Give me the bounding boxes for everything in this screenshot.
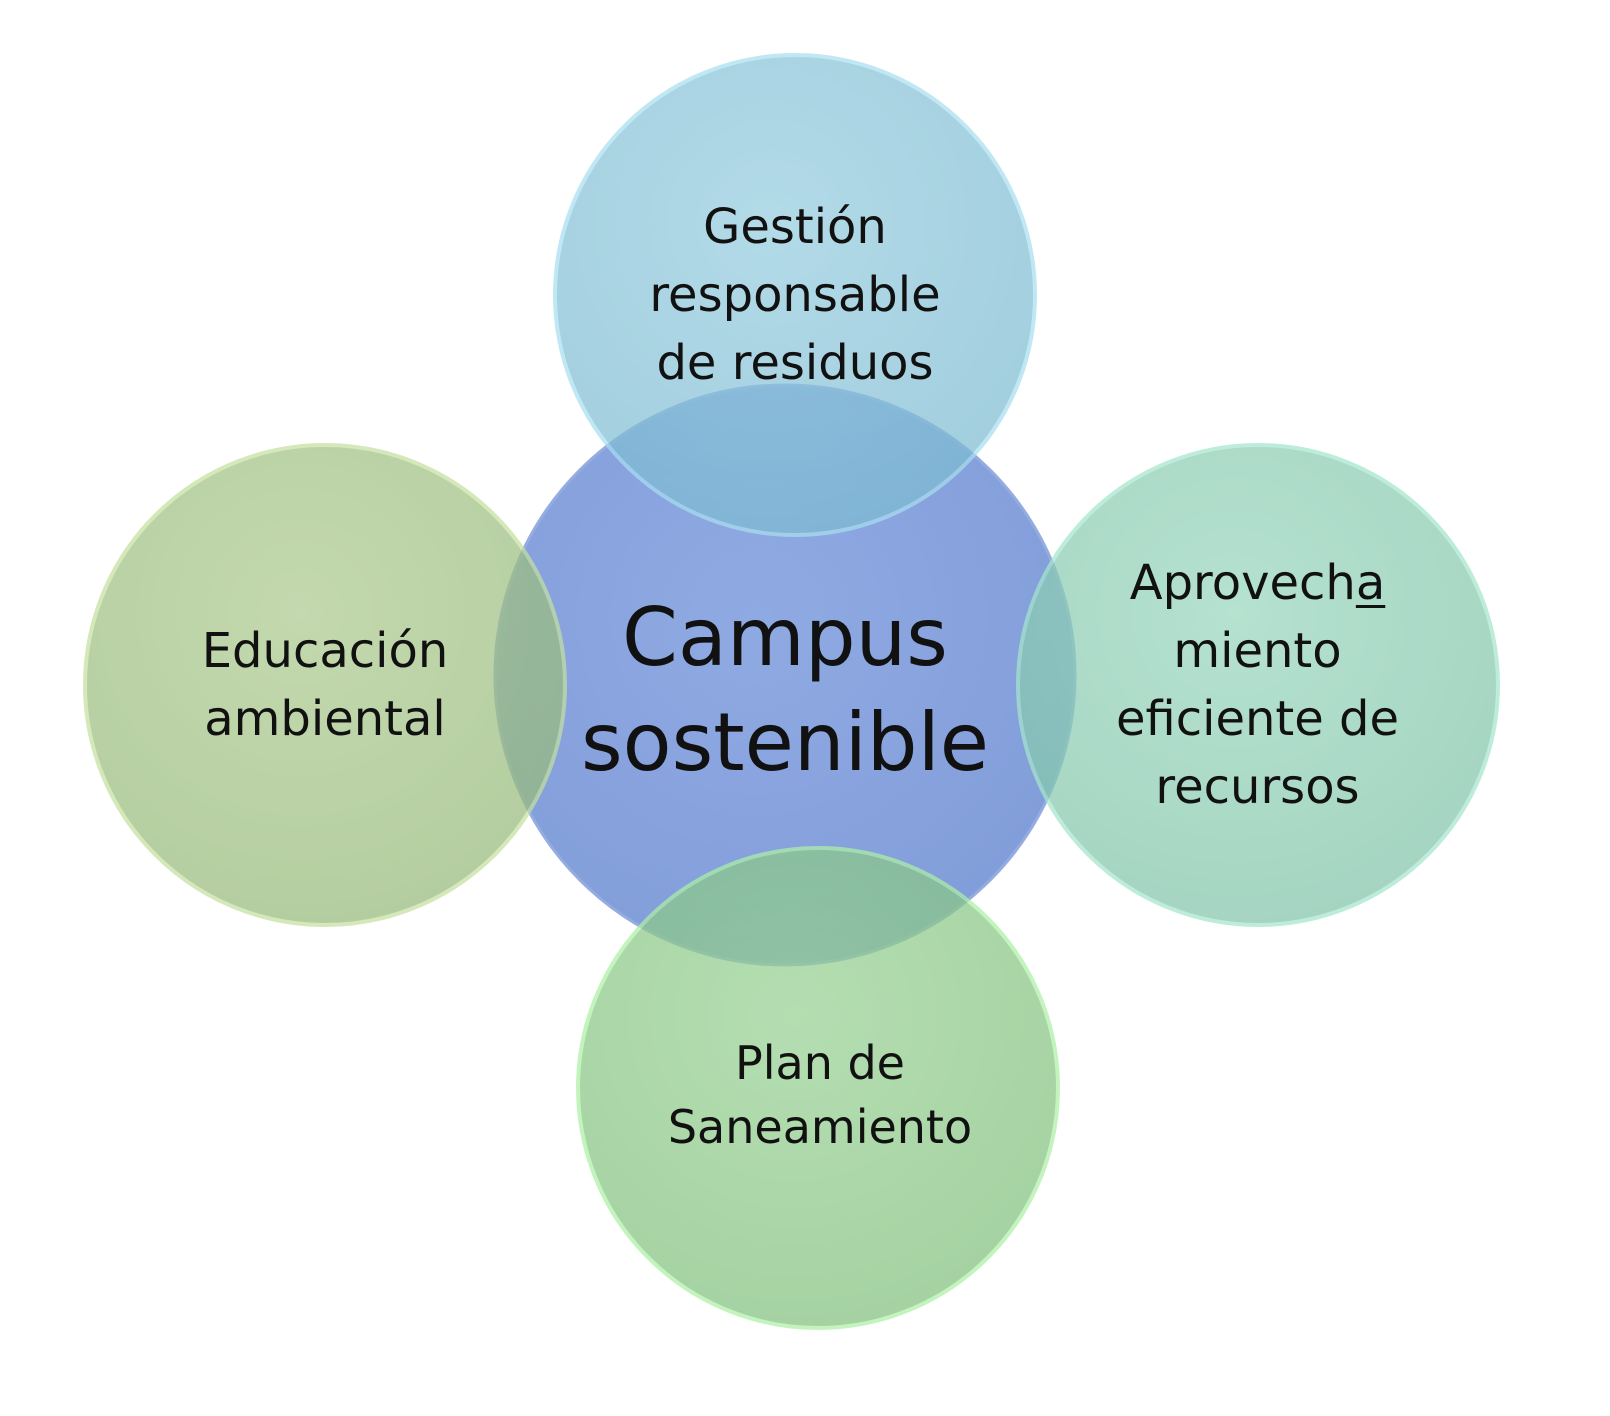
- top-label-line-1: Gestión: [703, 199, 887, 255]
- center-label: Campus sostenible: [560, 585, 1010, 795]
- right-label-line-1-underlined: a: [1355, 555, 1386, 611]
- top-label-line-2: responsable: [649, 267, 941, 323]
- bottom-label: Plan de Saneamiento: [630, 1025, 1010, 1165]
- left-label-line-2: ambiental: [204, 691, 446, 747]
- bottom-label-line-2: Saneamiento: [667, 1100, 973, 1154]
- right-label: Aprovecha miento eficiente de recursos: [1085, 545, 1430, 825]
- left-label-line-1: Educación: [201, 623, 449, 679]
- center-label-line-2: sostenible: [580, 696, 990, 789]
- right-circle: [1016, 443, 1500, 927]
- right-label-line-1-main: Aprovech: [1129, 555, 1356, 611]
- top-label-line-3: de residuos: [656, 335, 934, 391]
- bottom-circle: [576, 846, 1060, 1330]
- center-label-line-1: Campus: [622, 591, 948, 684]
- right-label-line-4: recursos: [1155, 759, 1360, 815]
- right-label-line-1: Aprovecha: [1116, 549, 1399, 617]
- right-label-line-2: miento: [1173, 623, 1342, 679]
- top-label: Gestión responsable de residuos: [600, 185, 990, 405]
- left-circle: [83, 443, 567, 927]
- bottom-label-line-1: Plan de: [735, 1036, 905, 1090]
- top-circle: [553, 53, 1037, 537]
- right-label-line-3: eficiente de: [1115, 691, 1400, 747]
- left-label: Educación ambiental: [160, 610, 490, 760]
